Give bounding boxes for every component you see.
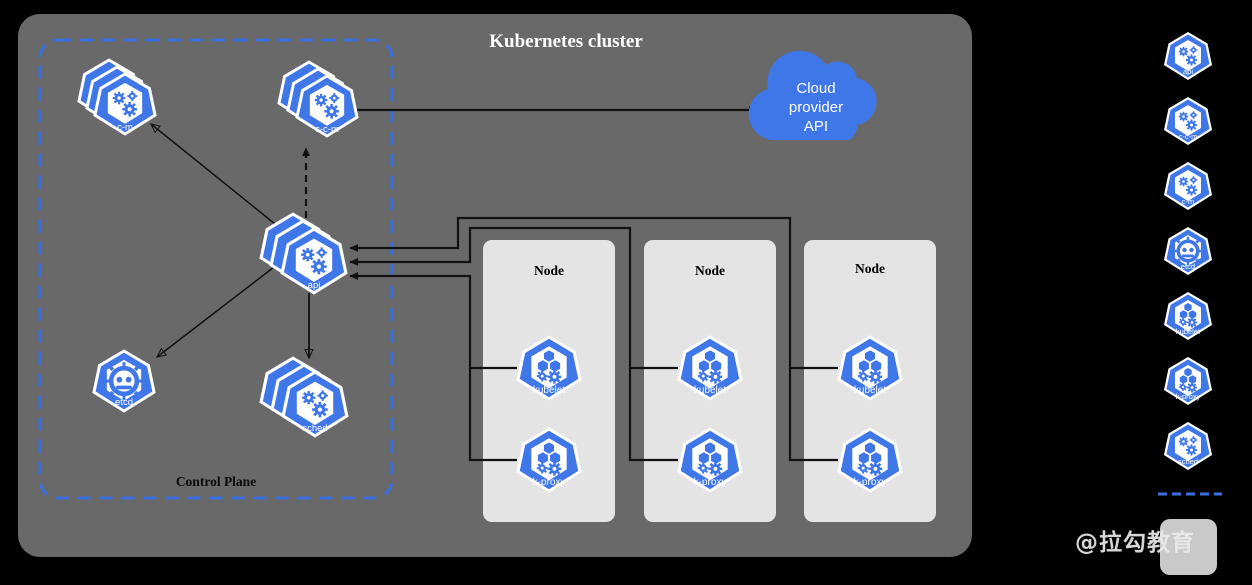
component-c-c-m-label: c-c-m [315,124,339,135]
component-c-m[interactable]: c-m [77,58,157,136]
legend-label-api: api [1183,67,1193,76]
legend-label-c-m: c-m [1182,197,1195,206]
node2-component-k-proxy[interactable]: k-proxy [677,427,743,493]
node1-kproxy-label: k-proxy [533,477,566,488]
connector-node2-kubelet-to-api [349,226,678,370]
connector-node1-kubelet-to-api [349,272,517,370]
legend-label-k-proxy: k-proxy [1176,392,1201,401]
legend-label-kubelet: kubelet [1176,327,1201,336]
watermark: @拉勾教育 [1075,530,1195,556]
node3-component-k-proxy[interactable]: k-proxy [837,427,903,493]
control-plane-label: Control Plane [176,474,256,489]
component-api-label: api [308,280,321,291]
legend-label-sched: sched [1178,457,1198,466]
node1-kubelet-label: kubelet [533,385,565,396]
connector-api-to-cm [151,124,281,229]
node2-component-kubelet[interactable]: kubelet [677,335,743,401]
legend-item-api[interactable]: api [1164,32,1212,80]
legend-item-c-c-m[interactable]: c-c-m [1164,97,1212,145]
node2-kubelet-label: kubelet [694,385,726,396]
cluster-title: Kubernetes cluster [489,31,643,52]
node3-kproxy-label: k-proxy [854,477,887,488]
node-to-api-connectors [349,216,838,462]
node-box-2-label: Node [695,263,725,278]
connector-node3-kproxy-to-api [788,368,838,462]
component-etcd[interactable]: etcd [92,349,156,413]
cloud-label-line-1: Cloud [796,80,835,97]
legend-item-k-proxy[interactable]: k-proxy [1164,357,1212,405]
connector-node3-kubelet-to-api [349,216,838,370]
node1-component-k-proxy[interactable]: k-proxy [516,427,582,493]
legend-node-box-swatch [1160,519,1217,575]
connector-node2-kproxy-to-api [628,368,678,462]
cloud-shape [748,50,877,140]
control-plane-connectors [151,124,309,358]
legend: api c-c-m c-m etcd kubelet k-proxy [1158,32,1222,575]
connector-api-to-etcd [157,263,279,357]
component-sched-label: sched [302,423,327,434]
legend-label-c-c-m: c-c-m [1179,132,1198,141]
cloud-provider-api[interactable]: Cloud provider API [748,50,877,140]
component-c-m-label: c-m [117,122,133,133]
node3-component-kubelet[interactable]: kubelet [837,335,903,401]
component-api[interactable]: api [259,212,348,295]
control-plane-boundary [38,38,394,500]
cloud-label-line-3: API [804,118,828,135]
legend-item-etcd[interactable]: etcd [1164,227,1212,275]
node-box-3-label: Node [855,261,885,276]
legend-item-c-m[interactable]: c-m [1164,162,1212,210]
legend-item-sched[interactable]: sched [1164,422,1212,470]
node1-component-kubelet[interactable]: kubelet [516,335,582,401]
legend-label-etcd: etcd [1181,262,1195,271]
component-c-c-m[interactable]: c-c-m [277,60,359,138]
connector-node1-kproxy-to-api [468,368,517,462]
node-box-1-label: Node [534,263,564,278]
node3-kubelet-label: kubelet [854,385,886,396]
node2-kproxy-label: k-proxy [694,477,727,488]
component-sched[interactable]: sched [259,356,349,438]
legend-item-kubelet[interactable]: kubelet [1164,292,1212,340]
cloud-label-line-2: provider [789,99,843,116]
component-etcd-label: etcd [115,397,133,408]
